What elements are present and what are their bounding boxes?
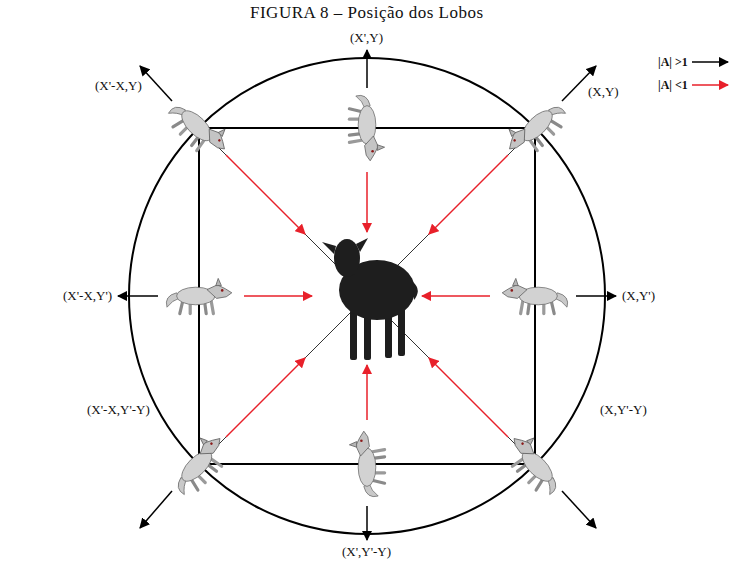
coordinate-label: (X'-X,Y) (95, 78, 142, 94)
frame (129, 58, 605, 534)
coordinate-label: (X,Y) (588, 84, 619, 100)
inward-arrows (226, 155, 508, 437)
legend-text: |A| >1 (658, 54, 688, 70)
figure-title: FIGURA 8 – Posição dos Lobos (250, 3, 484, 23)
coordinate-label: (X'-X,Y'-Y) (87, 402, 150, 418)
outward-arrows (118, 50, 616, 540)
wolves (163, 92, 570, 499)
sheep (322, 238, 418, 360)
coordinate-label: (X',Y) (350, 30, 383, 46)
legend-text: |A| <1 (658, 77, 688, 93)
coordinate-label: (X',Y'-Y) (342, 544, 391, 560)
legend-samples (692, 62, 728, 85)
coordinate-label: (X'-X,Y') (63, 288, 112, 304)
coordinate-label: (X,Y') (622, 288, 655, 304)
coordinate-label: (X,Y'-Y) (600, 402, 647, 418)
